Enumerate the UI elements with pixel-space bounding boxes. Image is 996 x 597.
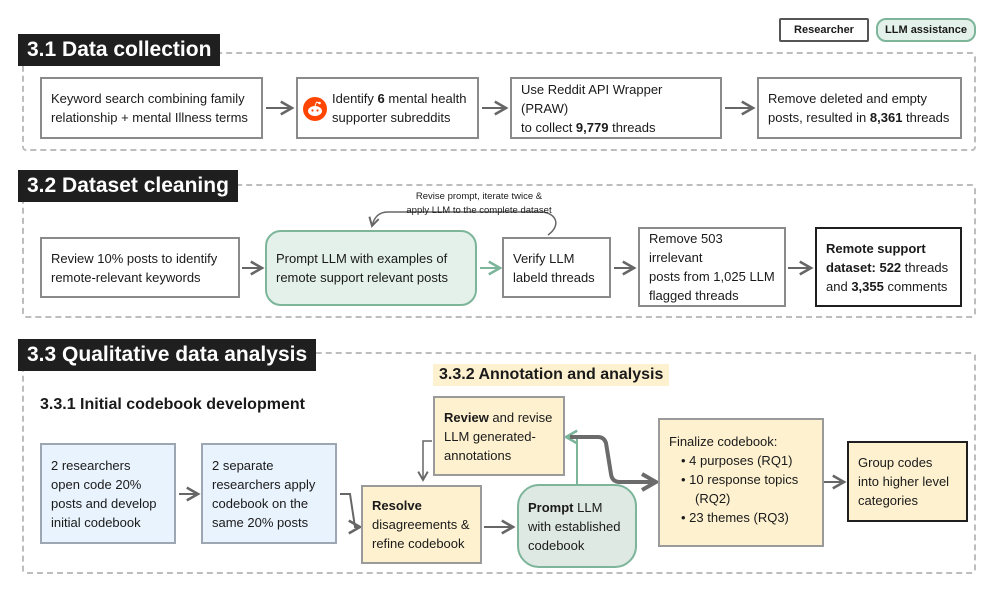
bullet-icon: • <box>681 472 690 487</box>
step-text: remote-relevant keywords <box>51 269 201 285</box>
step-text: supporter subreddits <box>332 110 451 125</box>
step-text: posts from 1,025 LLM <box>649 269 775 284</box>
step-text: Verify LLM <box>513 250 575 266</box>
arrow-s3-5 <box>417 440 432 482</box>
reddit-icon <box>303 97 327 121</box>
section-dataset-cleaning <box>22 184 976 318</box>
step-identify-subreddits: Identify 6 mental health supporter subre… <box>296 77 479 139</box>
section-title-qualitative-analysis: 3.3 Qualitative data analysis <box>18 339 317 371</box>
step-keyword-search: Keyword search combining family relation… <box>40 77 263 139</box>
step-text: Remove 503 irrelevant <box>649 231 723 265</box>
step-text: initial codebook <box>51 514 141 530</box>
step-text: categories <box>858 493 918 508</box>
step-collect-threads: Use Reddit API Wrapper (PRAW) to collect… <box>510 77 722 139</box>
step-text: 2 researchers <box>51 457 131 473</box>
step-apply-codebook: 2 separate researchers apply codebook on… <box>201 443 337 544</box>
step-text: Remove deleted and empty <box>768 91 927 106</box>
step-text: LLM <box>573 499 603 515</box>
section-title-data-collection: 3.1 Data collection <box>18 34 221 66</box>
step-text: labeld threads <box>513 269 595 285</box>
note-text: Revise prompt, iterate twice & <box>415 191 543 202</box>
step-text: threads <box>902 110 950 125</box>
step-text: codebook on the <box>212 495 309 511</box>
step-text: Remote support <box>826 240 926 256</box>
arrow-s2-loop <box>368 211 557 236</box>
section-data-collection <box>22 52 976 151</box>
note-text: apply LLM to the complete dataset <box>406 205 552 216</box>
step-text: posts and develop <box>51 495 157 511</box>
step-text: Review <box>444 409 489 425</box>
step-text: LLM generated- <box>444 428 536 444</box>
subtitle-annotation-analysis: 3.3.2 Annotation and analysis <box>433 364 670 386</box>
step-text: Identify <box>332 91 378 106</box>
step-text: same 20% posts <box>212 514 309 530</box>
section-qualitative-analysis <box>22 352 976 574</box>
step-text: with established <box>528 518 621 534</box>
bullet-icon: • <box>681 453 690 468</box>
step-text: Group codes <box>858 455 933 470</box>
step-remove-deleted: Remove deleted and empty posts, resulted… <box>757 77 962 139</box>
bullet-icon: • <box>681 510 690 525</box>
step-text: disagreements & <box>372 517 470 532</box>
step-text: Resolve <box>372 498 422 513</box>
step-text: mental health <box>384 91 467 106</box>
subreddit-count: 6 <box>377 91 385 106</box>
step-text: Keyword search combining family <box>51 91 245 106</box>
step-text: open code 20% <box>51 476 142 492</box>
step-text: into higher level <box>858 474 950 489</box>
step-verify-labels: Verify LLM labeld threads <box>502 237 611 298</box>
step-text: remote support relevant posts <box>276 270 448 285</box>
codebook-item: (RQ2) <box>695 491 731 506</box>
step-finalize-codebook: Finalize codebook: • 4 purposes (RQ1) • … <box>658 418 824 547</box>
thread-count: dataset: 522 <box>826 259 902 275</box>
step-text: threads <box>608 119 656 135</box>
legend-llm: LLM assistance <box>876 18 976 42</box>
loop-note: Revise prompt, iterate twice & apply LLM… <box>388 190 570 218</box>
step-text: codebook <box>528 537 585 553</box>
step-prompt-llm-codebook: Prompt LLM with established codebook <box>517 484 637 568</box>
step-text: and <box>826 278 852 294</box>
step-text: to collect <box>521 119 576 135</box>
step-text: posts, resulted in <box>768 110 870 125</box>
step-text: Use Reddit API Wrapper (PRAW) <box>521 81 663 116</box>
arrow-s3-2 <box>340 493 363 535</box>
step-remove-irrelevant: Remove 503 irrelevant posts from 1,025 L… <box>638 227 786 307</box>
step-text: Review 10% posts to identify <box>51 250 218 266</box>
subtitle-initial-codebook: 3.3.1 Initial codebook development <box>40 396 305 413</box>
step-text: researchers apply <box>212 476 316 492</box>
step-text: comments <box>883 278 948 294</box>
step-resolve-disagreements: Resolve disagreements & refine codebook <box>361 485 482 564</box>
step-review-annotations: Review and revise LLM generated- annotat… <box>433 396 565 476</box>
step-text: 2 separate <box>212 457 274 473</box>
thread-count: 9,779 <box>575 119 609 135</box>
step-remote-support-dataset: Remote support dataset: 522 threads and … <box>815 227 962 307</box>
comment-count: 3,355 <box>851 278 884 294</box>
step-text: and revise <box>488 409 553 425</box>
step-text: annotations <box>444 447 512 463</box>
step-text: refine codebook <box>372 536 465 551</box>
legend-researcher: Researcher <box>779 18 869 42</box>
step-text: Finalize codebook: <box>669 434 778 449</box>
step-text: flagged threads <box>649 288 739 303</box>
step-text: Prompt <box>528 499 574 515</box>
codebook-item: 10 response topics <box>689 472 799 487</box>
step-group-codes: Group codes into higher level categories <box>847 441 968 522</box>
step-text: Prompt LLM with examples of <box>276 251 448 266</box>
codebook-item: 4 purposes (RQ1) <box>689 453 793 468</box>
section-title-dataset-cleaning: 3.2 Dataset cleaning <box>18 170 238 202</box>
step-prompt-llm-examples: Prompt LLM with examples of remote suppo… <box>265 230 477 306</box>
step-review-posts: Review 10% posts to identify remote-rele… <box>40 237 240 298</box>
codebook-item: 23 themes (RQ3) <box>689 510 789 525</box>
arrow-s3-bold <box>570 435 661 492</box>
thread-count: 8,361 <box>869 110 903 125</box>
step-text: threads <box>901 259 949 275</box>
step-text: relationship + mental Illness terms <box>51 110 248 125</box>
step-open-code: 2 researchers open code 20% posts and de… <box>40 443 176 544</box>
